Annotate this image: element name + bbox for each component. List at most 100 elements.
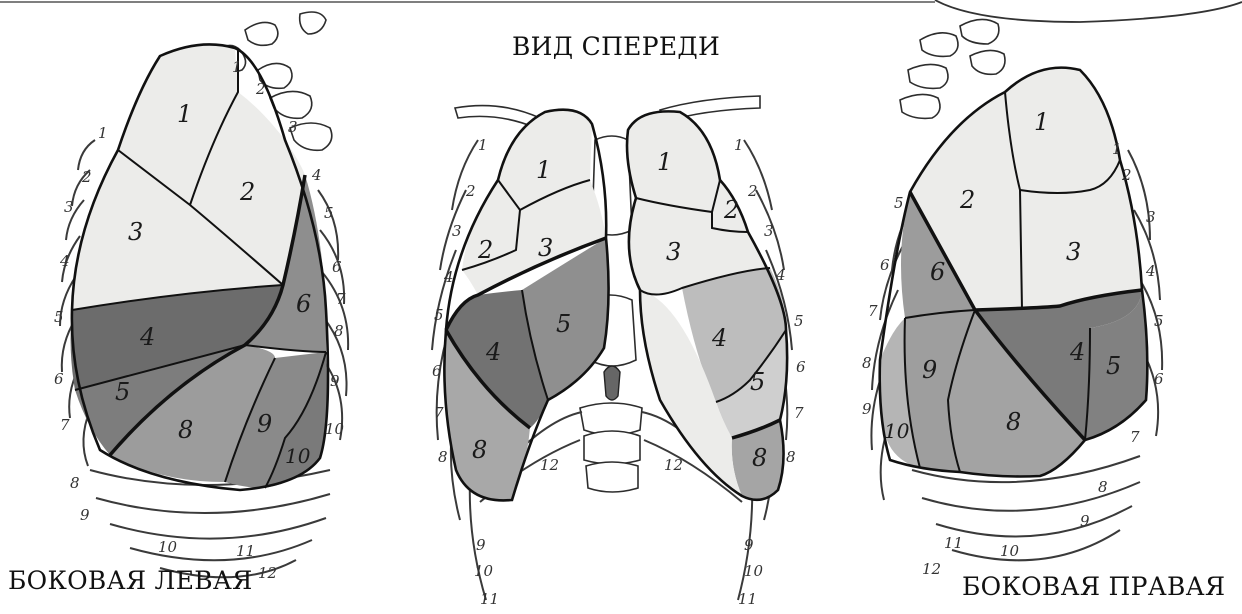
left-view-rib-label: 11 bbox=[236, 542, 255, 560]
left-view-rib-label: 6 bbox=[332, 258, 342, 276]
front-view-rib-label: 5 bbox=[434, 306, 444, 324]
front-view-segment-label: 5 bbox=[750, 368, 765, 396]
right-lateral-view: 1 2 3 4 5 6 8 9 10 1 2 3 4 5 6 7 8 9 10 … bbox=[862, 19, 1164, 578]
front-view-rib-label: 1 bbox=[478, 136, 488, 154]
front-view-rib-label: 7 bbox=[794, 404, 804, 422]
front-view-segment-label: 8 bbox=[752, 444, 767, 472]
right-view-rib-label: 3 bbox=[1146, 208, 1156, 226]
front-view-rib-label: 8 bbox=[438, 448, 448, 466]
front-view-rib-label: 11 bbox=[738, 590, 757, 608]
front-view: 1 2 3 4 5 8 1 2 3 4 5 8 1 2 3 4 5 6 7 8 … bbox=[432, 96, 806, 608]
front-view-segment-label: 3 bbox=[666, 238, 681, 266]
left-view-rib-label: 7 bbox=[60, 416, 70, 434]
left-view-segment-label: 6 bbox=[296, 290, 311, 318]
front-view-rib-label: 2 bbox=[747, 182, 758, 200]
front-view-segment-label: 8 bbox=[472, 436, 487, 464]
left-view-rib-label: 3 bbox=[288, 118, 298, 136]
left-view-segment-label: 4 bbox=[139, 323, 155, 351]
left-view-rib-label: 5 bbox=[54, 308, 64, 326]
left-view-rib-label: 9 bbox=[80, 506, 90, 524]
front-view-vertebra bbox=[580, 366, 642, 492]
right-view-segment-1 bbox=[1005, 68, 1120, 193]
left-view-rib-label: 8 bbox=[334, 322, 344, 340]
right-view-segment-label: 1 bbox=[1034, 108, 1049, 136]
front-view-rib-label: 12 bbox=[664, 456, 683, 474]
left-lateral-caption: БОКОВАЯ ЛЕВАЯ bbox=[8, 566, 253, 595]
front-view-rib-label: 5 bbox=[794, 312, 804, 330]
right-view-segment-label: 6 bbox=[930, 258, 945, 286]
right-view-rib-label: 8 bbox=[1098, 478, 1108, 496]
right-view-segment-label: 3 bbox=[1066, 238, 1081, 266]
front-view-segment-label: 1 bbox=[657, 148, 672, 176]
right-view-rib-label: 6 bbox=[880, 256, 890, 274]
right-view-rib-label: 2 bbox=[1121, 166, 1132, 184]
left-view-rib-label: 1 bbox=[232, 58, 242, 76]
front-view-left-lung-segment-1 bbox=[627, 111, 720, 212]
left-view-rib-label: 4 bbox=[311, 166, 322, 184]
right-view-segment-label: 2 bbox=[959, 186, 975, 214]
front-view-rib-label: 9 bbox=[476, 536, 486, 554]
front-view-rib-label: 3 bbox=[764, 222, 774, 240]
left-view-segment-label: 1 bbox=[177, 100, 192, 128]
front-view-rib-label: 4 bbox=[775, 266, 786, 284]
left-view-rib-label: 10 bbox=[325, 420, 345, 438]
left-view-rib-label: 9 bbox=[330, 372, 340, 390]
left-view-rib-label: 3 bbox=[64, 198, 74, 216]
front-view-rib-label: 3 bbox=[452, 222, 462, 240]
right-view-rib-label: 1 bbox=[1112, 140, 1122, 158]
front-view-segment-label: 5 bbox=[556, 310, 571, 338]
front-view-segment-label: 2 bbox=[477, 236, 493, 264]
right-view-rib-label: 4 bbox=[1145, 262, 1156, 280]
left-view-rib-label: 6 bbox=[54, 370, 64, 388]
right-view-segment-label: 10 bbox=[884, 419, 910, 443]
left-view-segment-label: 2 bbox=[239, 178, 255, 206]
right-view-rib-label: 7 bbox=[868, 302, 878, 320]
right-view-rib-label: 12 bbox=[922, 560, 941, 578]
front-view-rib-label: 2 bbox=[465, 182, 476, 200]
left-view-rib-label: 7 bbox=[336, 290, 346, 308]
left-view-segment-label: 5 bbox=[115, 378, 130, 406]
right-view-rib-label: 11 bbox=[944, 534, 963, 552]
front-view-segment-label: 4 bbox=[711, 324, 727, 352]
front-view-rib-label: 1 bbox=[734, 136, 744, 154]
front-view-rib-label: 4 bbox=[443, 268, 454, 286]
left-view-segment-label: 3 bbox=[128, 218, 143, 246]
right-view-rib-label: 7 bbox=[1130, 428, 1140, 446]
front-view-rib-label: 6 bbox=[796, 358, 806, 376]
left-view-rib-label: 2 bbox=[81, 168, 92, 186]
front-view-segment-label: 4 bbox=[485, 338, 501, 366]
right-view-segment-label: 8 bbox=[1006, 408, 1021, 436]
right-view-rib-label: 5 bbox=[894, 194, 904, 212]
left-view-rib-label: 4 bbox=[59, 252, 70, 270]
right-view-rib-label: 10 bbox=[1000, 542, 1020, 560]
front-view-rib-label: 10 bbox=[744, 562, 764, 580]
right-view-rib-label: 9 bbox=[862, 400, 872, 418]
front-view-rib-label: 6 bbox=[432, 362, 442, 380]
front-view-segment-label: 3 bbox=[538, 234, 553, 262]
right-view-rib-label: 9 bbox=[1080, 512, 1090, 530]
left-view-segment-label: 10 bbox=[285, 444, 311, 468]
right-view-rib-label: 5 bbox=[1154, 312, 1164, 330]
left-view-rib-label: 12 bbox=[258, 564, 277, 582]
left-view-rib-label: 2 bbox=[255, 80, 266, 98]
left-view-rib-label: 5 bbox=[324, 204, 334, 222]
right-view-segment-label: 5 bbox=[1106, 352, 1121, 380]
front-view-segment-label: 2 bbox=[723, 196, 739, 224]
left-view-rib-label: 10 bbox=[158, 538, 178, 556]
front-view-rib-label: 9 bbox=[744, 536, 754, 554]
right-view-rib-label: 8 bbox=[862, 354, 872, 372]
front-view-rib-label: 10 bbox=[474, 562, 494, 580]
left-view-segment-label: 9 bbox=[257, 410, 272, 438]
left-lateral-view: 1 2 3 4 5 6 8 9 10 1 2 3 4 5 6 7 8 9 10 … bbox=[54, 12, 348, 582]
front-view-segment-label: 1 bbox=[536, 156, 551, 184]
left-view-segment-label: 8 bbox=[178, 416, 193, 444]
left-view-rib-label: 8 bbox=[70, 474, 80, 492]
right-view-rib-label: 6 bbox=[1154, 370, 1164, 388]
right-view-segment-label: 4 bbox=[1069, 338, 1085, 366]
right-view-segment-label: 9 bbox=[922, 356, 937, 384]
front-view-caption: ВИД СПЕРЕДИ bbox=[512, 32, 720, 61]
left-view-rib-label: 1 bbox=[98, 124, 108, 142]
right-lateral-caption: БОКОВАЯ ПРАВАЯ bbox=[962, 572, 1225, 601]
front-view-rib-label: 7 bbox=[434, 404, 444, 422]
